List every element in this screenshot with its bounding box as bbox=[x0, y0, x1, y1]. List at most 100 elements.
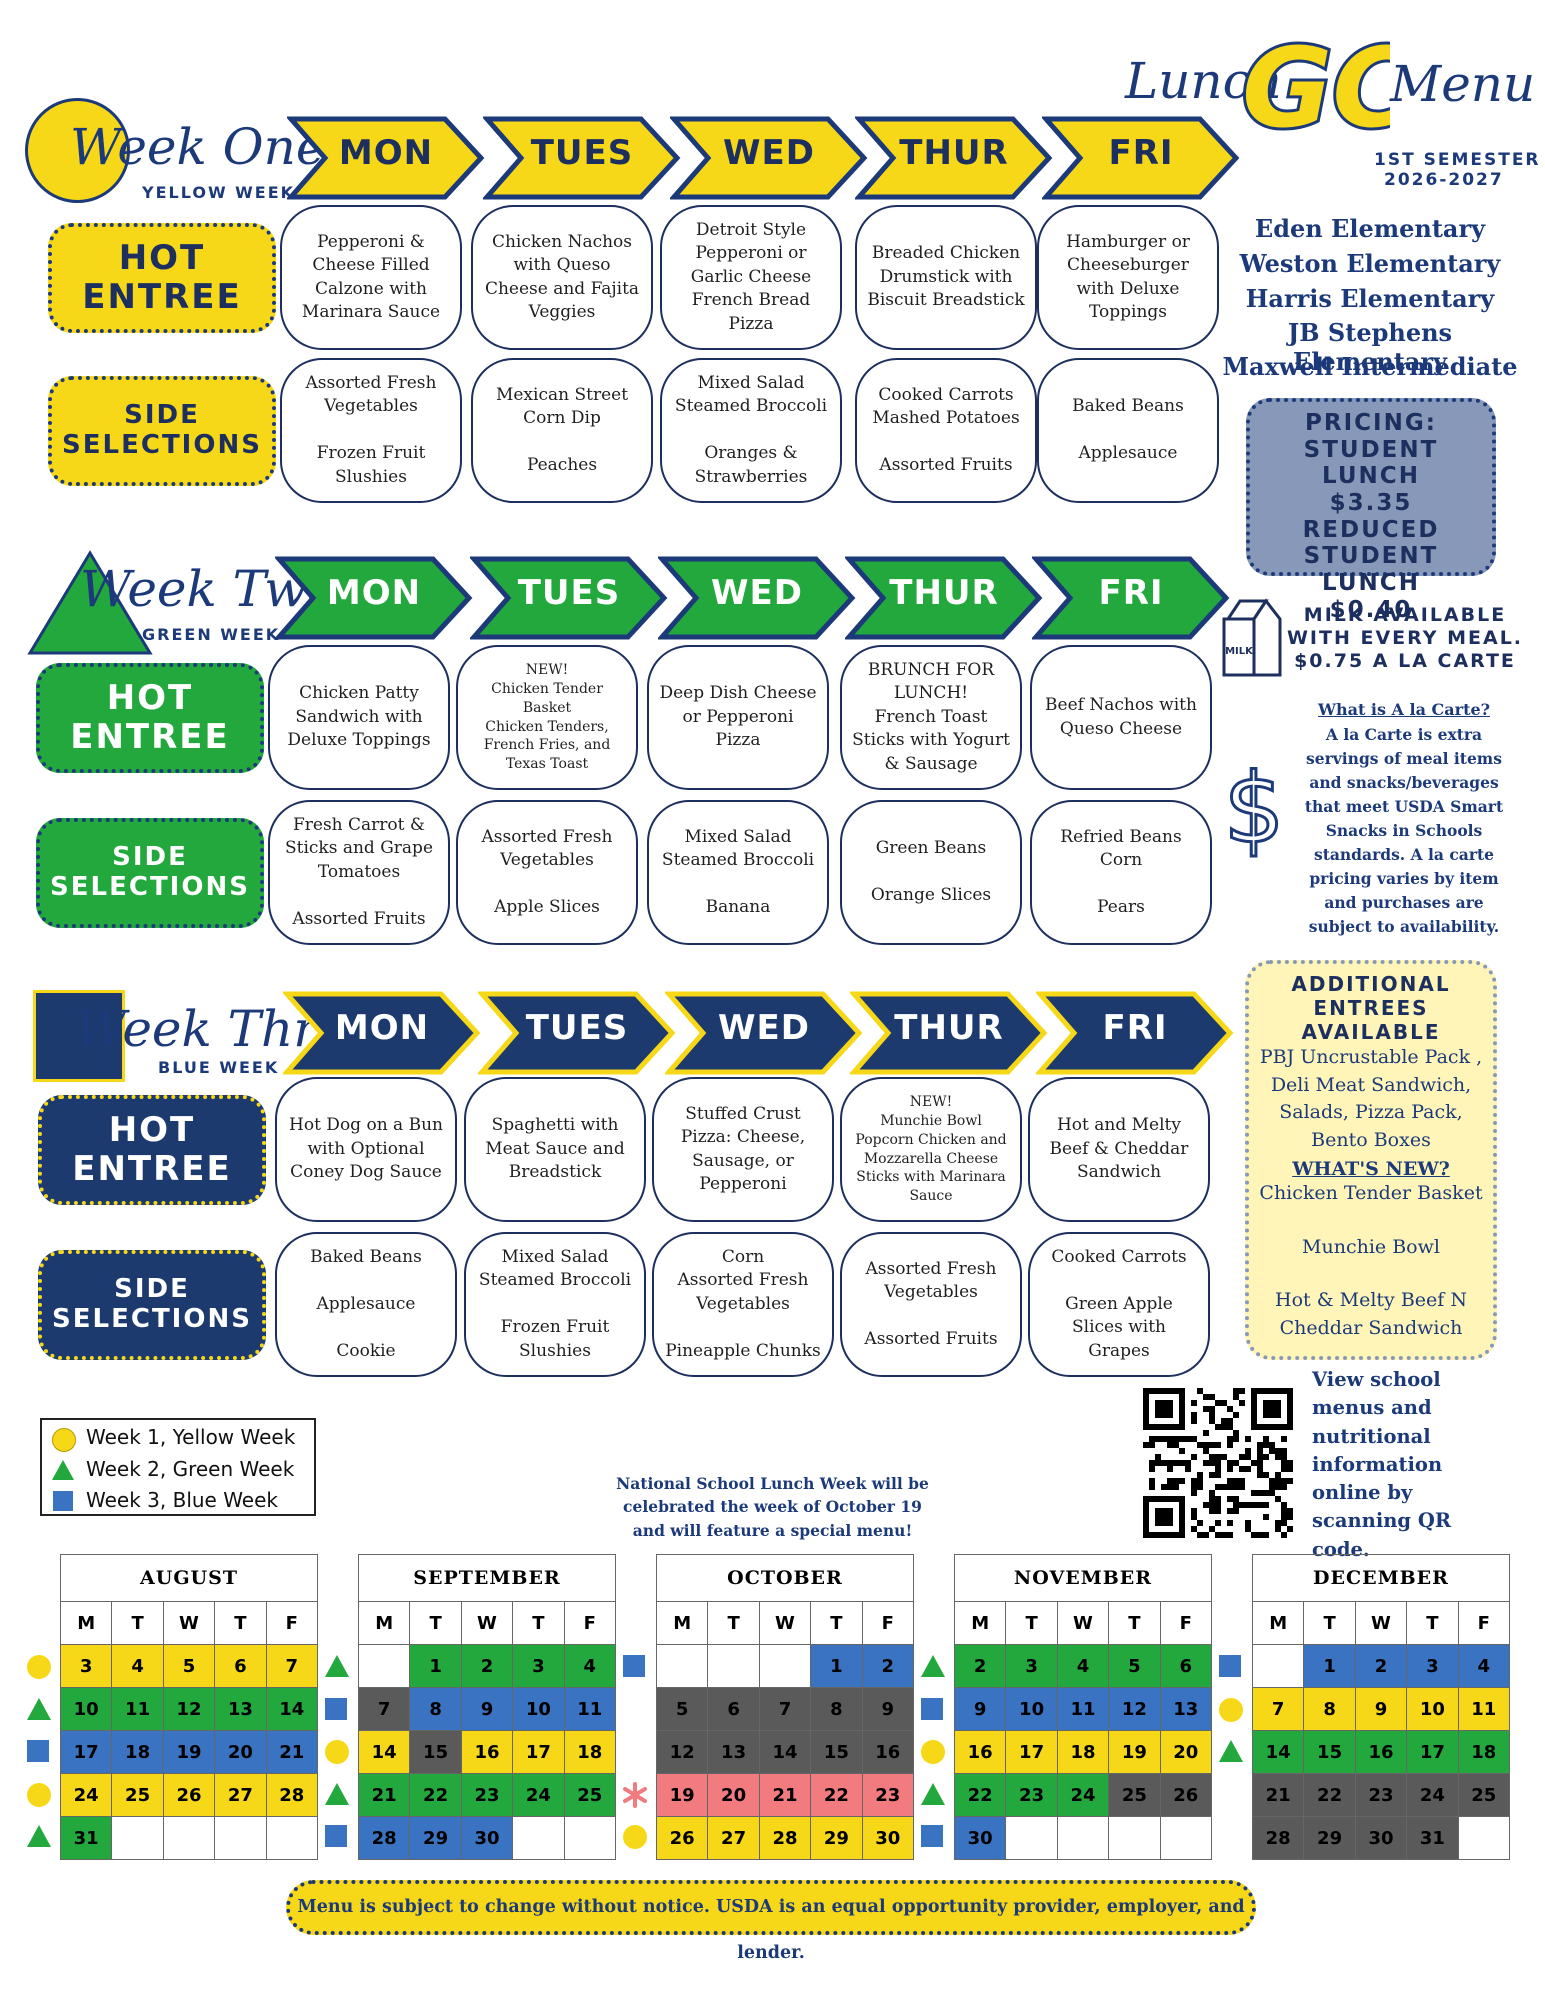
calendar-day: 25 bbox=[1457, 1773, 1511, 1817]
weekday-header: W bbox=[758, 1601, 812, 1645]
calendar-day: 30 bbox=[861, 1816, 915, 1860]
weekday-header: M bbox=[357, 1601, 411, 1645]
circle-week-marker-icon bbox=[920, 1739, 945, 1764]
weekday-header: M bbox=[1251, 1601, 1305, 1645]
additional-items: PBJ Uncrustable Pack , Deli Meat Sandwic… bbox=[1259, 1046, 1483, 1151]
week1-hot-mon: Pepperoni & Cheese Filled Calzone with M… bbox=[280, 205, 462, 350]
calendar-day bbox=[1457, 1816, 1511, 1860]
calendar-day: 24 bbox=[59, 1773, 113, 1817]
week1-side-fri: Baked Beans Applesauce bbox=[1037, 358, 1219, 503]
calendar-day: 13 bbox=[707, 1730, 760, 1774]
calendar-day bbox=[1005, 1816, 1058, 1860]
calendar-day: 11 bbox=[111, 1687, 164, 1731]
calendar-day: 18 bbox=[563, 1730, 617, 1774]
weekday-header: T bbox=[409, 1601, 462, 1645]
calendar-day: 11 bbox=[1056, 1687, 1110, 1731]
legend-week3: Week 3, Blue Week bbox=[86, 1488, 279, 1512]
calendar-day: 26 bbox=[162, 1773, 216, 1817]
calendar-month: SEPTEMBER bbox=[358, 1554, 616, 1602]
school-weston: Weston Elementary bbox=[1239, 249, 1501, 278]
calendar-day bbox=[1251, 1644, 1305, 1688]
legend-week1: Week 1, Yellow Week bbox=[86, 1425, 296, 1449]
calendar-day: 28 bbox=[1251, 1816, 1305, 1860]
calendar-day: 31 bbox=[1406, 1816, 1459, 1860]
milk-text: MILK AVAILABLE WITH EVERY MEAL. $0.75 A … bbox=[1286, 604, 1524, 672]
svg-text:MILK: MILK bbox=[1225, 646, 1254, 657]
calendar-day: 12 bbox=[655, 1730, 709, 1774]
green-triangle-icon bbox=[27, 550, 153, 660]
weekday-header: W bbox=[460, 1601, 514, 1645]
weekday-header: T bbox=[707, 1601, 760, 1645]
calendar-day: 7 bbox=[758, 1687, 812, 1731]
square-week-marker-icon bbox=[26, 1739, 50, 1763]
additional-entrees-box: ADDITIONAL ENTREES AVAILABLE PBJ Uncrust… bbox=[1245, 960, 1497, 1360]
school-year: 2026-2027 bbox=[1384, 170, 1504, 190]
week-three-subtitle: BLUE WEEK bbox=[158, 1058, 280, 1077]
calendar-month: OCTOBER bbox=[656, 1554, 914, 1602]
calendar-day: 29 bbox=[409, 1816, 462, 1860]
weekday-header: M bbox=[59, 1601, 113, 1645]
calendar-month: AUGUST bbox=[60, 1554, 318, 1602]
calendar-day: 25 bbox=[563, 1773, 617, 1817]
calendar-day: 15 bbox=[810, 1730, 863, 1774]
calendar-day: 19 bbox=[655, 1773, 709, 1817]
calendar-day bbox=[512, 1816, 565, 1860]
weekday-header: F bbox=[1159, 1601, 1213, 1645]
calendar-day: 10 bbox=[1005, 1687, 1058, 1731]
calendar-day: 17 bbox=[59, 1730, 113, 1774]
calendar-day: 28 bbox=[357, 1816, 411, 1860]
calendar-day: 26 bbox=[655, 1816, 709, 1860]
circle-week-marker-icon bbox=[26, 1654, 51, 1679]
week1-day-tues-chevron: TUES bbox=[483, 115, 681, 201]
calendar-day: 24 bbox=[512, 1773, 565, 1817]
school-jb-stephens: JB Stephens Elementary bbox=[1287, 318, 1453, 376]
calendar-day: 4 bbox=[1457, 1644, 1511, 1688]
week1-day-fri-chevron: FRI bbox=[1042, 115, 1240, 201]
weekday-header: T bbox=[1005, 1601, 1058, 1645]
calendar-day bbox=[357, 1644, 411, 1688]
qr-code[interactable] bbox=[1143, 1388, 1293, 1538]
menu-script: Menu bbox=[1390, 55, 1536, 113]
calendar-day: 15 bbox=[409, 1730, 462, 1774]
square-week-marker-icon bbox=[324, 1824, 348, 1848]
day-label: TUES bbox=[517, 573, 621, 613]
calendar-day: 17 bbox=[1005, 1730, 1058, 1774]
calendar-day: 12 bbox=[1108, 1687, 1161, 1731]
calendar-day bbox=[1056, 1816, 1110, 1860]
calendar-day: 1 bbox=[409, 1644, 462, 1688]
week3-day-thur-chevron: THUR bbox=[850, 990, 1048, 1076]
calendar-day: 10 bbox=[59, 1687, 113, 1731]
calendar-day bbox=[162, 1816, 216, 1860]
week2-day-wed-chevron: WED bbox=[658, 555, 856, 641]
calendar-day: 14 bbox=[758, 1730, 812, 1774]
calendar-day: 20 bbox=[707, 1773, 760, 1817]
triangle-week-marker-icon bbox=[324, 1782, 349, 1806]
blue-square-icon bbox=[33, 990, 125, 1082]
calendar-day: 16 bbox=[953, 1730, 1007, 1774]
calendar-day: 2 bbox=[861, 1644, 915, 1688]
week2-hot-mon: Chicken Patty Sandwich with Deluxe Toppi… bbox=[268, 645, 450, 790]
calendar-day: 22 bbox=[409, 1773, 462, 1817]
calendar-day: 30 bbox=[953, 1816, 1007, 1860]
day-label: THUR bbox=[894, 1008, 1004, 1048]
gc-logo: GC bbox=[1239, 21, 1416, 155]
calendar-day: 14 bbox=[265, 1687, 319, 1731]
week1-side-label: SIDE SELECTIONS bbox=[48, 376, 276, 486]
circle-week-marker-icon bbox=[26, 1782, 51, 1807]
weekday-header: T bbox=[111, 1601, 164, 1645]
weekday-header: F bbox=[1457, 1601, 1511, 1645]
week2-side-thur: Green Beans Orange Slices bbox=[840, 800, 1022, 945]
calendar-day bbox=[265, 1816, 319, 1860]
calendar-day: 21 bbox=[265, 1730, 319, 1774]
legend-circle-icon bbox=[52, 1428, 76, 1452]
square-week-marker-icon bbox=[920, 1824, 944, 1848]
calendar-day: 22 bbox=[1303, 1773, 1356, 1817]
week2-day-tues-chevron: TUES bbox=[470, 555, 668, 641]
calendar-day: 8 bbox=[810, 1687, 863, 1731]
week2-day-mon-chevron: MON bbox=[275, 555, 473, 641]
day-label: THUR bbox=[899, 133, 1009, 173]
calendar-day bbox=[707, 1644, 760, 1688]
new-item: Munchie Bowl bbox=[1302, 1235, 1440, 1258]
calendar-day: 18 bbox=[1056, 1730, 1110, 1774]
